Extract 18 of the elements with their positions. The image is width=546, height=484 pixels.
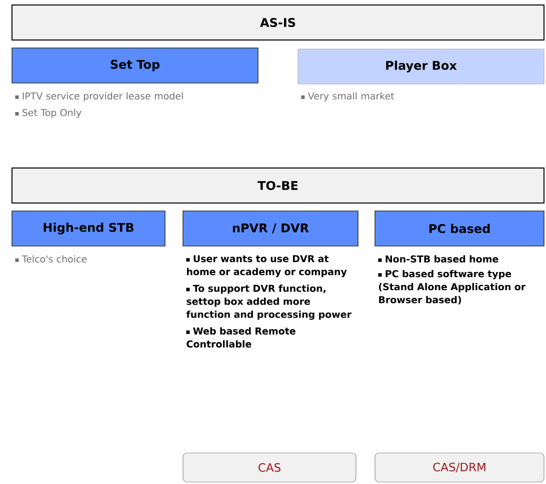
title-band: AS-IS	[12, 4, 544, 40]
category-box: Set Top	[12, 48, 258, 84]
bullet-text: PC based software type (Stand Alone Application or Browser based)	[378, 270, 526, 304]
bullet-text: To support DVR function, settop box added more function and processing power	[186, 284, 352, 320]
bullet-text: Set Top Only	[15, 108, 82, 118]
bullet-text: IPTV service provider lease model	[15, 92, 183, 102]
category-box: nPVR / DVR	[182, 210, 358, 246]
tag-box: CAS/DRM	[374, 452, 544, 482]
bullet-text: User wants to use DVR at home or academy or company	[186, 255, 347, 278]
category-box: PC based	[374, 210, 544, 246]
category-box: High-end STB	[12, 210, 166, 246]
category-box: Player Box	[298, 48, 544, 84]
bullet-text: Very small market	[301, 92, 394, 102]
bullet-text: Non-STB based home	[378, 255, 498, 263]
bullet-text: Web based Remote Controllable	[186, 327, 296, 348]
bullet-text: Telco's choice	[15, 255, 87, 263]
tag-box: CAS	[182, 452, 356, 482]
title-band: TO-BE	[12, 168, 544, 204]
